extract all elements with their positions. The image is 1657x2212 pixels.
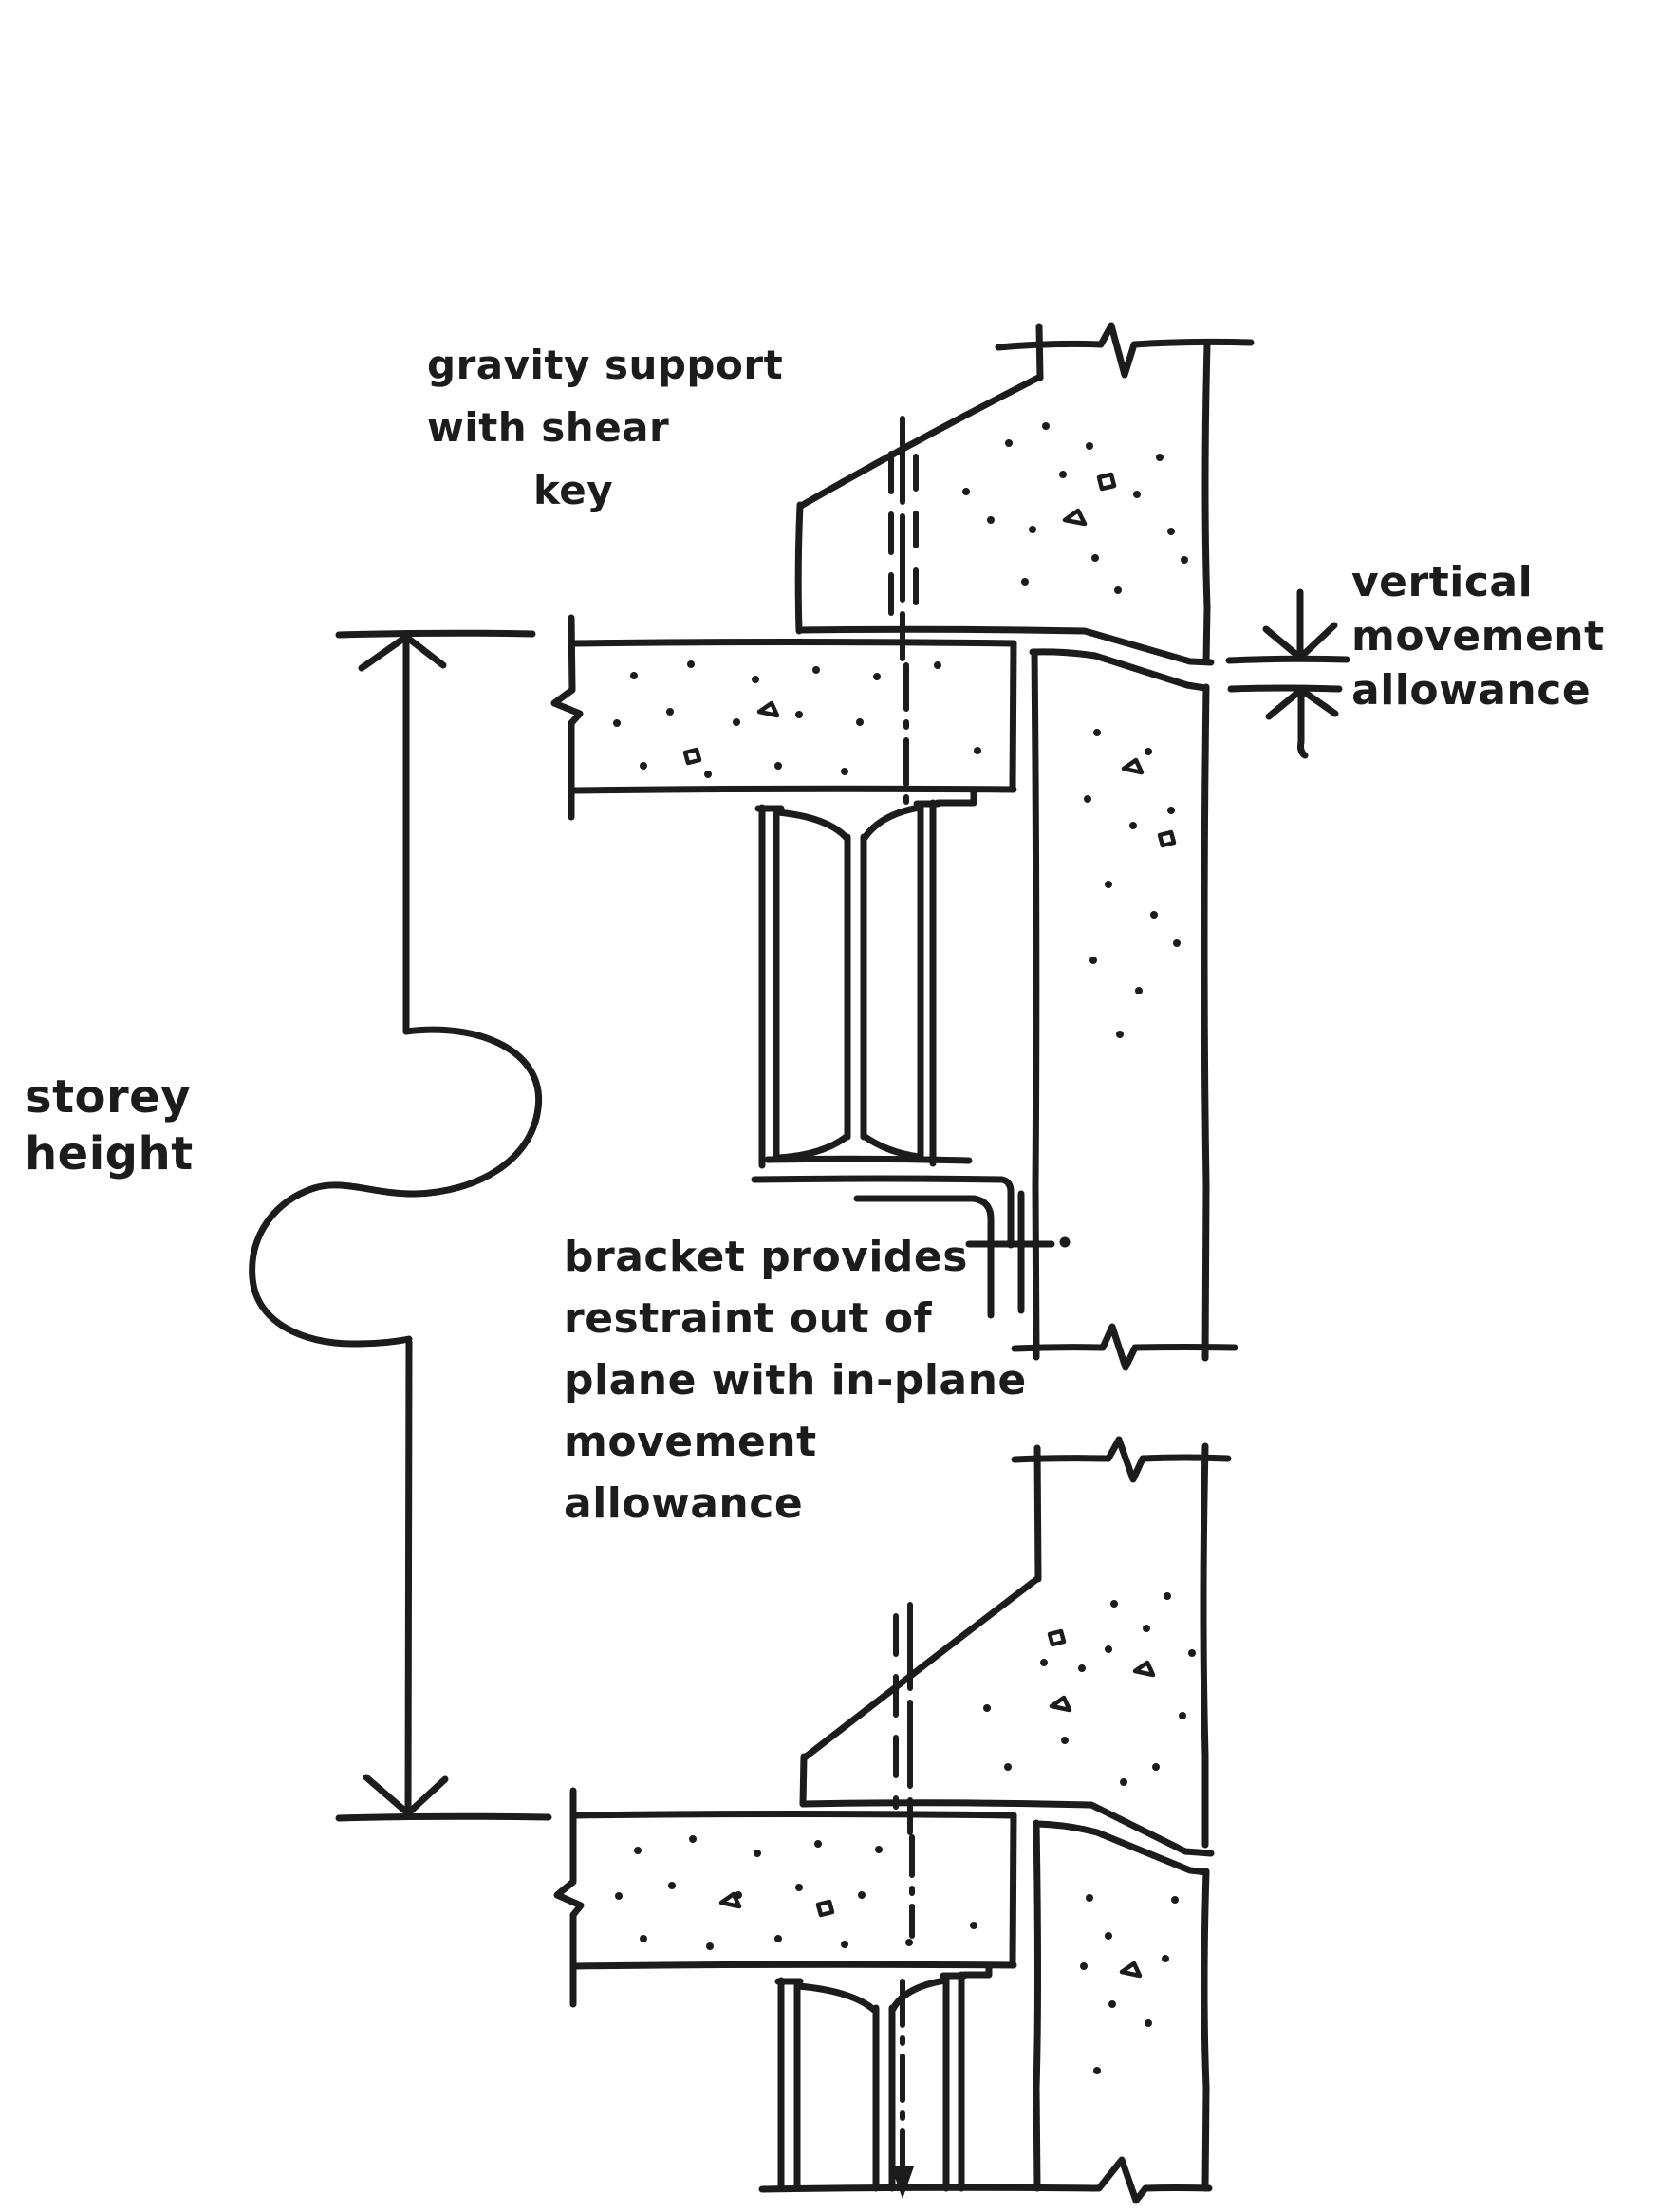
- corbel-left-face: [799, 1753, 808, 1808]
- bracket-inner-line: [853, 1195, 995, 1319]
- steel-beam: [754, 788, 977, 1169]
- corbel-slope: [797, 373, 1044, 510]
- fillet-top-left: [794, 1982, 878, 2014]
- arrowhead-down: [1262, 622, 1338, 661]
- panel-top-edge: [1029, 648, 1210, 692]
- label-line: allowance: [1351, 666, 1592, 715]
- shear-key-centerline-lower: [891, 1602, 915, 2199]
- centerline-arrowhead: [891, 2166, 914, 2199]
- fillet-bottom-left: [775, 1132, 851, 1162]
- steel-beam-lower: [774, 1962, 993, 2192]
- outer-face-upper: [1201, 341, 1211, 665]
- label-line: with shear: [427, 404, 670, 451]
- break-line-lower: [1011, 1436, 1232, 1483]
- inner-face-tick: [1035, 323, 1044, 381]
- bracket-note-label: bracket provides restraint out of plane …: [564, 1226, 1027, 1534]
- panel-inner-face: [1033, 1819, 1041, 2192]
- vertical-movement-dimension: [1225, 588, 1350, 759]
- witness-line-bottom: [335, 1812, 552, 1822]
- label-line: plane with in-plane: [564, 1356, 1027, 1404]
- upper-detail: [550, 322, 1255, 1362]
- extension-line-top: [1225, 655, 1350, 664]
- lower-wall-panel: [799, 1442, 1215, 1857]
- lower-detail: [553, 1442, 1215, 2204]
- arrowhead-up: [358, 633, 447, 672]
- stipple-dots-upper-slab: [613, 660, 981, 778]
- label-line: height: [25, 1127, 194, 1180]
- arrow-line-bottom: [1297, 687, 1309, 759]
- s-break-symbol: [249, 1026, 543, 1348]
- arrowhead-down: [363, 1774, 449, 1817]
- slab-bottom-line: [570, 1961, 1017, 1970]
- fillet-top-right: [861, 804, 923, 842]
- stipple-dots-lower-corbel: [983, 1592, 1196, 1786]
- slab-right-end: [1009, 1812, 1017, 1969]
- arrowhead-up: [1265, 686, 1339, 720]
- slab-left-cut-line: [553, 1787, 585, 2008]
- slab-top-line: [570, 1811, 1017, 1819]
- upper-floor-slab: [550, 614, 1017, 821]
- label-line: bracket provides: [564, 1233, 968, 1281]
- pin-dot: [1059, 1236, 1071, 1248]
- witness-line-top: [335, 629, 536, 639]
- corbel-bottom-ledge: [795, 625, 1215, 666]
- break-line-upper: [1011, 1323, 1238, 1371]
- label-line: gravity support: [427, 342, 784, 388]
- mid-wall-break-lines: [1011, 1323, 1238, 1483]
- dimension-line-lower: [404, 1338, 413, 1815]
- fillet-bottom-right: [860, 1132, 923, 1161]
- extension-line-bottom: [1227, 684, 1343, 693]
- panel-top-edge: [1033, 1820, 1210, 1876]
- corbel-left-face: [794, 501, 804, 635]
- label-line: vertical: [1351, 558, 1534, 606]
- right-wall-panel-upper: [1029, 648, 1210, 1362]
- storey-height-label: storey height: [25, 1069, 194, 1182]
- stipple-dots-upper-corbel: [962, 422, 1188, 594]
- outer-face-upper: [1200, 1442, 1209, 1849]
- fillet-top-right: [889, 1977, 949, 2013]
- slab-top-line: [568, 639, 1017, 647]
- right-flange-cap: [940, 1962, 993, 1980]
- label-line: key: [533, 467, 614, 513]
- storey-height-dimension: [249, 629, 552, 1822]
- lower-floor-slab: [553, 1787, 1017, 2008]
- inner-face-tick: [1033, 1444, 1042, 1583]
- panel-outer-face: [1201, 683, 1210, 1362]
- label-line: restraint out of: [564, 1294, 933, 1343]
- slab-bottom-line: [568, 785, 1017, 794]
- right-wall-panel-lower: [1033, 1819, 1210, 2192]
- label-line: movement: [1351, 612, 1605, 660]
- bracket-outer-line: [751, 1175, 1015, 1249]
- stipple-dots-right-panel-upper: [1084, 729, 1181, 1038]
- right-flange-cap: [913, 788, 977, 808]
- restraint-bracket: [751, 1175, 1071, 1319]
- gravity-support-label: gravity support with shear key: [427, 334, 783, 522]
- panel-inner-face: [1031, 648, 1040, 1361]
- corbel-slope: [801, 1574, 1042, 1761]
- shear-key-centerline: [888, 416, 919, 808]
- label-line: storey: [25, 1070, 192, 1124]
- label-line: movement: [564, 1418, 817, 1466]
- stipple-dots-right-panel-lower: [1080, 1894, 1179, 2074]
- stipple-dots-lower-slab: [615, 1835, 977, 1950]
- upper-wall-panel: [794, 322, 1255, 666]
- fillet-top-left: [773, 809, 850, 842]
- label-line: allowance: [564, 1479, 804, 1528]
- slab-left-cut-line: [550, 614, 584, 821]
- vertical-movement-label: vertical movement allowance: [1351, 555, 1605, 717]
- panel-outer-face: [1201, 1868, 1210, 2192]
- corbel-bottom-ledge: [799, 1799, 1215, 1857]
- slab-right-end: [1009, 640, 1017, 792]
- bottom-break-line: [758, 2156, 1213, 2204]
- bottom-flange-top: [764, 1155, 973, 1164]
